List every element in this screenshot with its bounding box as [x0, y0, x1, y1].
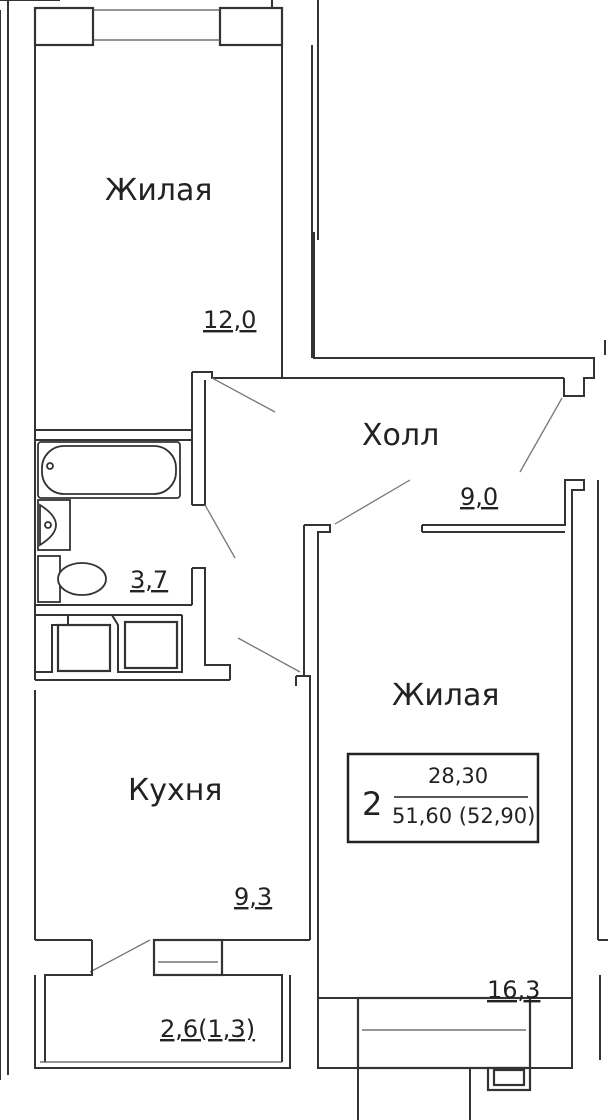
living-room-1-walls [34, 45, 595, 680]
kitchen-area: 9,3 [234, 883, 272, 911]
sink-icon [37, 499, 71, 551]
living-room-1-name: Жилая [105, 173, 212, 208]
living-room-2-name: Жилая [392, 678, 499, 713]
living-room-2-area: 16,3 [487, 976, 540, 1004]
doors [89, 377, 563, 973]
hall-walls [295, 479, 585, 998]
hall-name: Холл [362, 418, 439, 453]
outer-walls [0, 0, 608, 1080]
balcony-walls [34, 975, 291, 1069]
bathtub-icon [37, 441, 181, 499]
window-top [33, 6, 284, 47]
living-area-value: 28,30 [428, 764, 488, 788]
living-room-1-area: 12,0 [203, 306, 256, 334]
bathroom-walls [35, 567, 231, 681]
total-area-value: 51,60 (52,90) [392, 804, 535, 828]
kitchen-name: Кухня [128, 773, 222, 808]
toilet-icon [37, 555, 107, 603]
living-room-2-walls [317, 996, 573, 1120]
kitchen-walls [34, 690, 310, 1062]
bathroom-area: 3,7 [130, 566, 168, 594]
summary-box: 2 28,30 51,60 (52,90) [346, 752, 540, 844]
rooms-count: 2 [362, 785, 382, 823]
balcony-area: 2,6(1,3) [160, 1015, 255, 1043]
hall-area: 9,0 [460, 483, 498, 511]
